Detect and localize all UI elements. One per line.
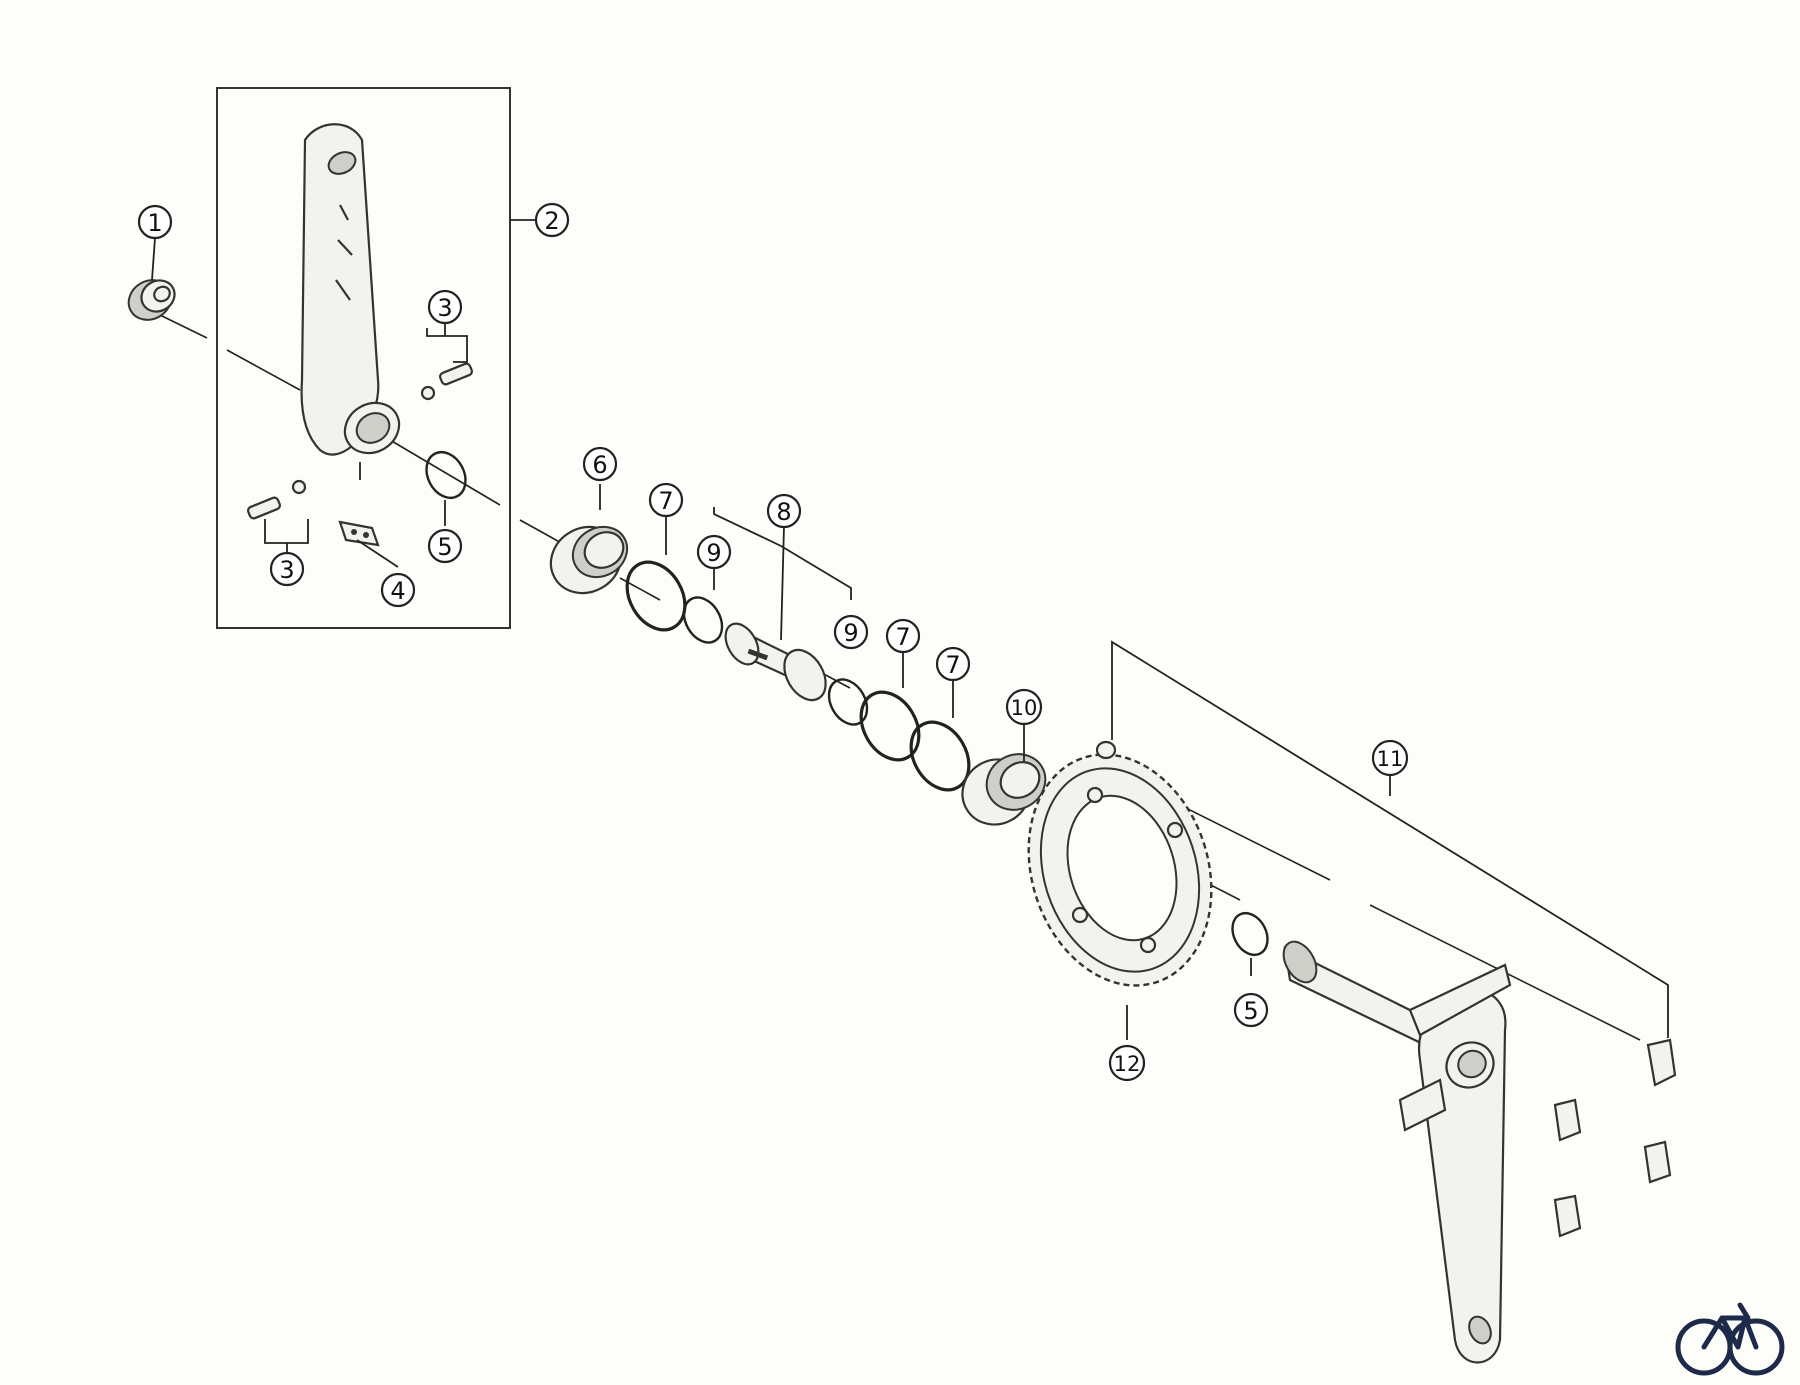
o-ring-left-part	[425, 450, 467, 500]
callout-6-label: 6	[592, 451, 607, 479]
crank-cap-part	[127, 279, 176, 321]
callout-5-left: 5	[427, 528, 463, 564]
callout-11: 11	[1371, 739, 1409, 777]
callout-9-first-label: 9	[706, 539, 721, 567]
callout-2: 2	[534, 202, 570, 238]
callout-8-label: 8	[776, 498, 791, 526]
leader-lines	[151, 219, 1669, 1040]
right-crank-arm-part	[1282, 940, 1512, 1364]
callout-5-left-label: 5	[437, 533, 452, 561]
callout-9-second-label: 9	[843, 619, 858, 647]
callout-7-second: 7	[885, 618, 921, 654]
right-bearing-cup-part	[961, 753, 1047, 826]
callout-3-lower-label: 3	[279, 556, 294, 584]
chainring-part	[1027, 753, 1213, 987]
callout-9-second: 9	[833, 614, 869, 650]
callout-4: 4	[380, 572, 416, 608]
callout-12: 12	[1108, 1044, 1146, 1082]
left-crank-inset-frame	[216, 87, 511, 629]
callout-9-first: 9	[696, 534, 732, 570]
callout-10-label: 10	[1011, 696, 1038, 720]
left-bearing-cup-part	[549, 525, 629, 595]
callout-7-second-label: 7	[895, 623, 910, 651]
callout-5-right: 5	[1233, 992, 1269, 1028]
pinch-bolt-lower-part	[247, 479, 307, 520]
callout-6: 6	[582, 446, 618, 482]
inner-cover-sleeve-part	[724, 622, 827, 702]
callout-7-first-label: 7	[658, 487, 673, 515]
callout-11-label: 11	[1377, 747, 1404, 771]
spacer-ring-1-part	[625, 560, 687, 632]
pinch-bolt-upper-part	[420, 362, 473, 401]
left-crank-arm-part	[300, 123, 401, 456]
inner-ring-1-part	[682, 596, 724, 644]
callout-2-label: 2	[544, 207, 559, 235]
chainring-nuts-part	[1553, 1038, 1677, 1238]
callout-5-right-label: 5	[1243, 997, 1258, 1025]
bicycle-icon	[1675, 1302, 1785, 1376]
callout-3-lower: 3	[269, 551, 305, 587]
callout-7-first: 7	[648, 482, 684, 518]
callout-1: 1	[137, 204, 173, 240]
spacer-ring-2-part	[859, 690, 921, 762]
callout-12-label: 12	[1114, 1052, 1141, 1076]
callout-8: 8	[766, 493, 802, 529]
callout-3-upper: 3	[427, 289, 463, 325]
spacer-ring-3-part	[909, 720, 971, 792]
callout-4-label: 4	[390, 577, 405, 605]
callout-7-third: 7	[935, 646, 971, 682]
inner-ring-2-part	[827, 678, 869, 726]
chainring-bolt-part	[1095, 740, 1117, 760]
safety-plate-part	[338, 520, 380, 547]
callout-3-upper-label: 3	[437, 294, 452, 322]
o-ring-right-part	[1231, 911, 1269, 957]
callout-7-third-label: 7	[945, 651, 960, 679]
callout-10: 10	[1005, 688, 1043, 726]
callout-1-label: 1	[147, 209, 162, 237]
